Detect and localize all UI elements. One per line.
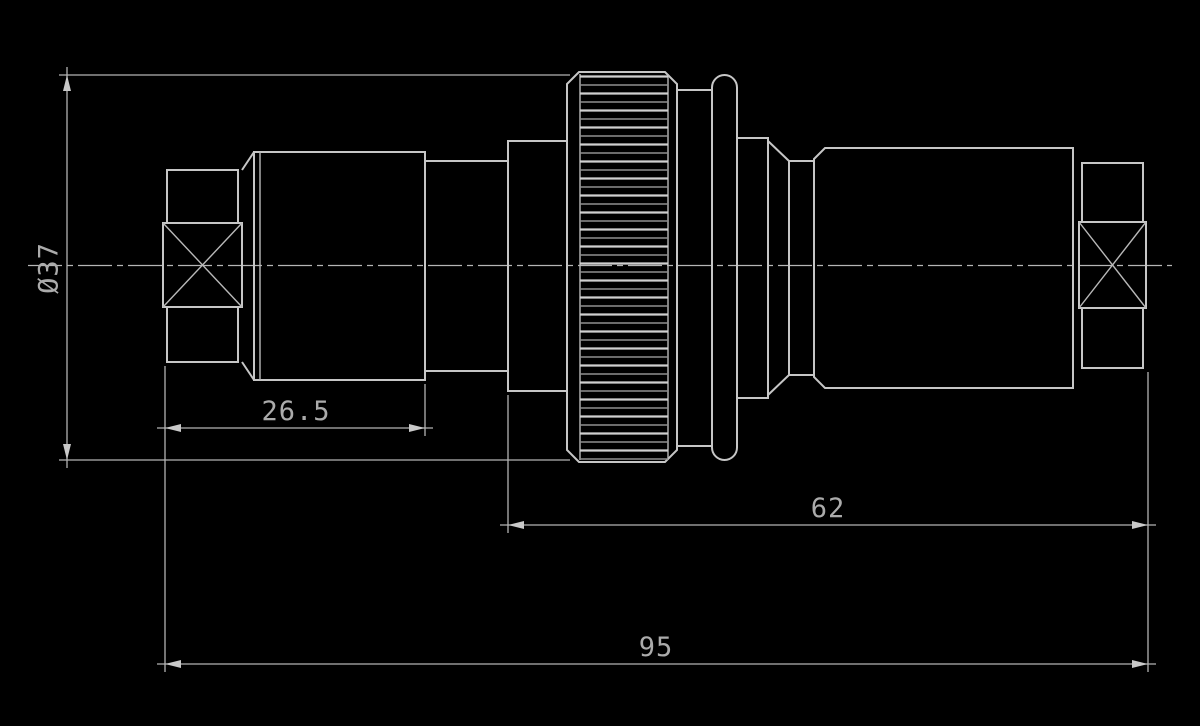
- dimension-diameter: Ø37: [34, 67, 570, 468]
- left-hex-top-facet: [166, 169, 239, 224]
- dimension-label-overall-length: 95: [639, 632, 674, 663]
- arrowhead-left: [165, 660, 181, 668]
- knurl-outline: [566, 71, 678, 463]
- chamfer-line: [241, 361, 255, 381]
- chamfer-line: [241, 151, 255, 171]
- arrowhead-right: [409, 424, 425, 432]
- chamfer-line: [767, 374, 790, 396]
- spacer-ring: [676, 89, 713, 447]
- dimensions-layer: Ø37 26.5 62 95: [34, 67, 1156, 672]
- connector-body: [162, 71, 1147, 463]
- knurl-texture: [580, 74, 668, 460]
- chamfer-line: [767, 140, 790, 162]
- arrowhead-up: [63, 75, 71, 91]
- arrowhead-down: [63, 444, 71, 460]
- arrowhead-right: [1132, 660, 1148, 668]
- right-hex-top-facet: [1081, 162, 1144, 223]
- dimension-label-diameter: Ø37: [34, 242, 65, 294]
- left-hex-end: [162, 151, 255, 381]
- arrowhead-right: [1132, 521, 1148, 529]
- seal-ring: [711, 74, 738, 461]
- dimension-label-front-length: 26.5: [261, 396, 330, 427]
- right-hex-end: [1078, 162, 1147, 369]
- dimension-rear-length: 62: [500, 372, 1156, 672]
- right-flat-cross-line: [1078, 221, 1147, 309]
- dimension-label-rear-length: 62: [811, 493, 846, 524]
- arrowhead-left: [165, 424, 181, 432]
- dimension-overall-length: 95: [157, 632, 1156, 668]
- knurled-grip: [566, 71, 678, 463]
- arrowhead-left: [508, 521, 524, 529]
- right-hex-bottom-facet: [1081, 307, 1144, 369]
- left-hex-bottom-facet: [166, 306, 239, 363]
- rear-cylinder: [813, 147, 1074, 389]
- left-flat-cross-line: [162, 222, 243, 308]
- stepped-rings: [736, 137, 815, 399]
- dimension-front-length: 26.5: [157, 366, 433, 672]
